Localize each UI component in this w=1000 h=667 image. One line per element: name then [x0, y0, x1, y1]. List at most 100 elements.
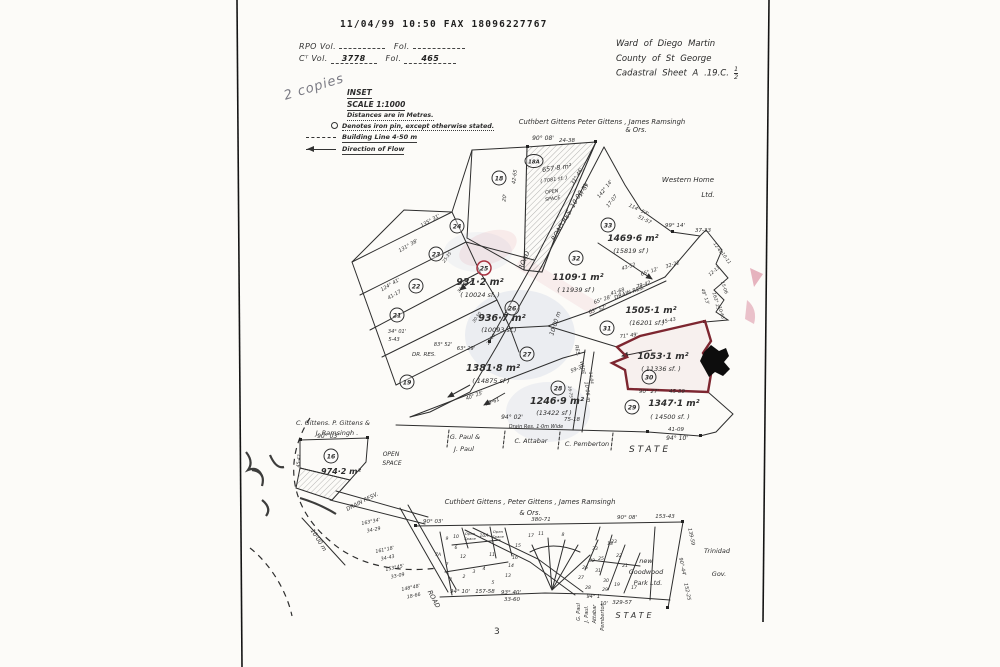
bearing-label: 163°34': [361, 517, 381, 527]
bearing-label: 42-65: [511, 169, 519, 184]
owner-name-label: Trinidad: [704, 547, 731, 555]
bearing-label: 90° 27': [639, 389, 659, 395]
legend-inset: INSET: [347, 88, 372, 99]
dashed-arc: [249, 417, 439, 617]
lot-circle: [568, 250, 584, 266]
map-text-label: 25: [598, 556, 604, 562]
owner-name-label: & Ors.: [519, 509, 540, 517]
bearing-label: 135° 31': [420, 213, 442, 229]
bearing-label: 153-43: [655, 514, 675, 520]
lot-number: 18: [495, 175, 504, 182]
bearing-label: 43-52: [621, 262, 637, 272]
lot-circle: [504, 300, 520, 316]
bearing-label: 65° 12': [640, 266, 659, 277]
owner-name-label: Western Home: [662, 176, 714, 184]
bearing-label: 90°-44': [677, 557, 687, 576]
lot-area-sf-label: (16201 sf.): [629, 319, 664, 327]
road-label: RES.: [573, 345, 581, 357]
bearing-label: 5-43: [388, 337, 399, 343]
map-text-label: 17: [631, 585, 637, 591]
bearing-label: 90° 03': [423, 519, 443, 525]
lot-area-sf-label: (15819 sf ): [613, 247, 649, 255]
lot-number: 24: [453, 223, 462, 230]
map-text-label: 17: [528, 533, 534, 539]
ct-vol-label: Cᵀ Vol.: [299, 54, 328, 63]
red-watermark-fragment: [750, 268, 763, 287]
lot-circle: [449, 218, 465, 234]
map-text-label: 7A: [435, 552, 441, 558]
owner-name-label: Pemberton: [600, 603, 606, 630]
owner-name-label: J. Paul.: [584, 606, 590, 624]
map-text-label: 19: [614, 582, 620, 588]
flow-arrows: [447, 278, 653, 406]
map-text-label: 32: [589, 558, 595, 564]
lot-marker: 23: [428, 246, 444, 262]
bearing-label: 75-18: [564, 417, 580, 423]
owner-name-label: C. Attabar: [515, 437, 549, 445]
lot-marker: 31: [599, 320, 615, 336]
lot-circle: [491, 170, 507, 186]
bearing-label: 41-17: [387, 288, 403, 301]
legend-distances: Distances are in Metres.: [347, 112, 434, 121]
ward-line: Ward of Diego Martin: [616, 39, 716, 49]
bearing-label: 37-33: [695, 228, 711, 234]
lot-area-label: 1246·9 m²: [530, 396, 585, 407]
bearing-label: 45-39: [669, 389, 685, 395]
bearing-label: 51-57: [637, 214, 653, 226]
bearing-label: 17-07: [605, 193, 619, 209]
lot-area-sf-label: ( 11939 sf ): [557, 286, 595, 294]
open-space-label: SPACE: [382, 460, 401, 467]
lot-number: 19: [403, 379, 412, 386]
owner-name-label: Gov.: [712, 570, 726, 578]
hatched-open-space-strip: [523, 141, 597, 273]
road-label: WIDE: [578, 361, 586, 376]
bearing-label: 94° 10': [666, 435, 688, 442]
bearing-label: 94° 1': [586, 594, 601, 600]
lot-number: 16: [327, 453, 336, 460]
map-text-label: 9: [446, 536, 449, 542]
rpo-vol-row: RPO Vol. Fol.: [299, 40, 465, 51]
owner-name-label: G. Paul &: [450, 433, 480, 441]
bearing-label: 93° 40': [501, 590, 521, 596]
lot-circle: [519, 346, 535, 362]
map-text-label: 31: [595, 568, 601, 574]
bearing-label: 94° 10': [450, 589, 470, 595]
lot-marker: 22: [408, 278, 424, 294]
legend-direction-of-flow: Direction of Flow: [306, 145, 405, 155]
bearing-label: 63° 52': [588, 304, 607, 315]
bearing-label: 40° 25': [465, 390, 484, 402]
map-text-label: 16: [512, 555, 518, 561]
ct-fol-value: 465: [404, 55, 457, 64]
lot-marker: 33: [600, 217, 616, 233]
map-text-label: 18: [607, 541, 613, 547]
bearing-label: 161°18': [375, 545, 395, 555]
map-text-label: 29: [602, 587, 608, 593]
map-text-label: 13: [505, 573, 511, 579]
lot-area-label: 1469·6 m²: [607, 234, 658, 244]
map-text-label: 15: [515, 543, 521, 549]
lot-marker: 32: [568, 250, 584, 266]
lot-circle: [323, 448, 339, 464]
bearing-label: 83° 52': [434, 342, 452, 348]
bearing-label: 94° 02': [501, 414, 523, 421]
map-text-label: Open: [465, 531, 476, 536]
bearing-label: 24-00: [485, 332, 496, 345]
lot-number: 23: [432, 251, 441, 258]
bearing-label: 34° 01': [388, 329, 406, 335]
bearing-label: 16-75: [567, 385, 574, 398]
bearing-label: 71° 49': [620, 332, 639, 340]
lot-area-sf-label: ( 7081 sf. ): [540, 175, 568, 185]
lot-area-label: 931·2 m²: [456, 277, 504, 288]
lot-marker: 28: [550, 380, 566, 396]
lot-number: 25: [480, 265, 489, 272]
owner-name-label: Park Ltd.: [634, 579, 663, 587]
bearing-label: 63° 29': [457, 346, 475, 352]
lot-number: 32: [572, 255, 581, 262]
lot-area-sf-label: (10093 sf.): [481, 326, 516, 334]
lot-circle: [624, 399, 640, 415]
owner-name-label: new: [639, 557, 653, 565]
map-text-label: 11: [489, 552, 495, 558]
